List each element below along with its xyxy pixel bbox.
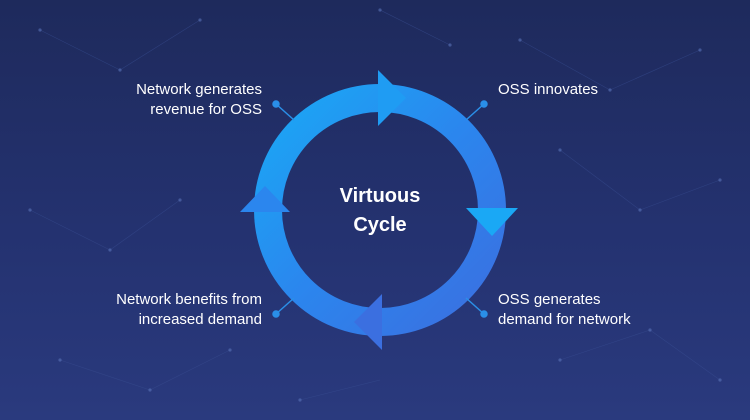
step-oss-generates-demand: OSS generates demand for network [498,290,631,330]
arrow-top-icon [378,70,406,126]
step-label-line: increased demand [138,311,262,328]
step-network-generates-revenue: Network generates revenue for OSS [136,80,262,120]
background-network [29,9,721,401]
step-label-line: Network generates [136,81,262,98]
connectors [272,100,488,318]
step-label-line: Network benefits from [116,291,262,308]
center-title-line-2: Cycle [353,214,407,236]
arrow-bottom-icon [354,294,382,350]
center-title: Virtuous Cycle [300,182,460,240]
center-title-line-1: Virtuous [339,185,421,207]
arrow-right-icon [466,208,518,236]
step-oss-innovates: OSS innovates [498,80,598,100]
arrow-left-icon [240,186,290,212]
step-label-line: OSS generates [498,291,601,308]
step-label-line: revenue for OSS [150,101,262,118]
step-network-benefits: Network benefits from increased demand [116,290,262,330]
step-label-line: OSS innovates [498,81,599,98]
step-label-line: demand for network [498,311,631,328]
